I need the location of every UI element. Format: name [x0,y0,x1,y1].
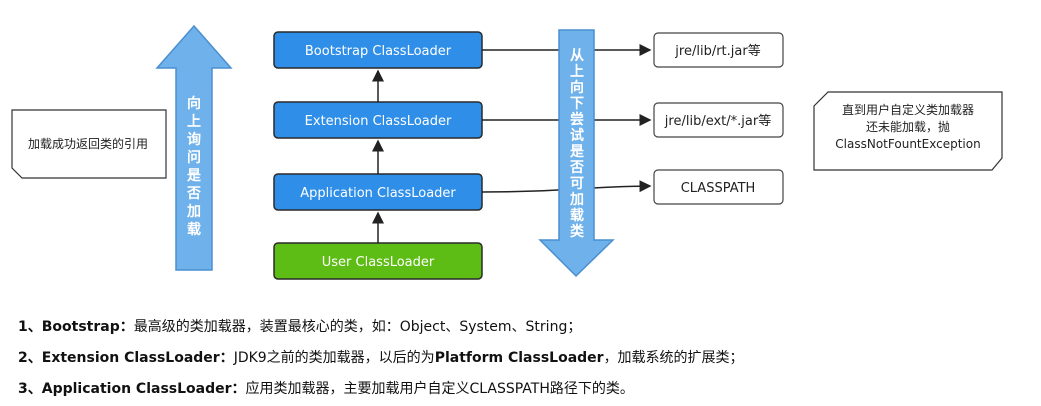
svg-text:从上向下尝试是否可加载类: 从上向下尝试是否可加载类 [569,48,585,240]
right-note-line: 直到用户自定义类加载器 [842,102,974,117]
arrow-char: 下 [570,96,584,112]
arrow-char: 类 [570,223,585,240]
ext-jar-box: jre/lib/ext/*.jar等 [653,102,784,138]
left-note-text: 加载成功返回类的引用 [28,136,148,151]
application-loader-box: Application ClassLoader [273,173,483,211]
arrow-char: 加 [186,204,201,220]
rt-jar-box: jre/lib/rt.jar等 [653,32,784,68]
arrow-char: 向 [570,79,584,96]
arrow-char: 否 [569,160,584,176]
up-query-arrow: 向上询问是否加载 [155,24,233,271]
right-note-line: 还未能加载，抛 [866,119,950,134]
arrow-char: 从 [570,48,584,64]
user-loader-label: User ClassLoader [322,255,435,270]
right-note-line: ClassNotFountException [835,137,980,151]
arrow-char: 上 [570,64,584,80]
arrow-char: 是 [570,144,585,160]
arrow-char: 可 [570,176,584,192]
arrow-char: 上 [187,114,201,130]
arrow-char: 问 [187,149,201,166]
arrow-char: 否 [186,186,201,202]
classpath-label: CLASSPATH [681,181,756,196]
arrow-char: 是 [187,168,202,184]
bootstrap-loader-label: Bootstrap ClassLoader [305,44,452,59]
classloader-diagram: 向上询问是否加载 Bootstrap ClassLoader Extension… [11,24,1003,280]
user-loader-box: User ClassLoader [273,242,483,280]
application-loader-label: Application ClassLoader [300,186,456,201]
ext-jar-label: jre/lib/ext/*.jar等 [664,113,771,129]
classpath-box: CLASSPATH [653,169,784,205]
arrow-char: 询 [187,131,201,148]
right-note: 直到用户自定义类加载器还未能加载，抛 ClassNotFountException [813,91,1003,171]
arrow-char: 尝 [570,111,584,128]
right-note-text: 直到用户自定义类加载器还未能加载，抛 ClassNotFountException [835,102,980,151]
arrow-char: 载 [570,207,584,224]
bootstrap-loader-box: Bootstrap ClassLoader [273,31,483,69]
extension-loader-box: Extension ClassLoader [273,101,483,139]
left-note: 加载成功返回类的引用 [11,109,167,179]
svg-text:向上询问是否加载: 向上询问是否加载 [186,95,202,238]
arrow-char: 载 [187,221,201,238]
arrow-char: 向 [187,95,201,112]
arrow-char: 加 [569,192,584,208]
explanation-item-1: 1、Bootstrap：最高级的类加载器，装置最核心的类，如：Object、Sy… [18,319,582,335]
down-try-arrow: 从上向下尝试是否可加载类 [538,29,615,278]
explanation-item-2: 2、Extension ClassLoader：JDK9之前的类加载器，以后的为… [18,350,744,366]
explanation-item-3: 3、Application ClassLoader：应用类加载器，主要加载用户自… [18,381,634,397]
arrow-char: 试 [570,127,584,144]
extension-loader-label: Extension ClassLoader [305,114,452,129]
rt-jar-label: jre/lib/rt.jar等 [674,43,760,59]
